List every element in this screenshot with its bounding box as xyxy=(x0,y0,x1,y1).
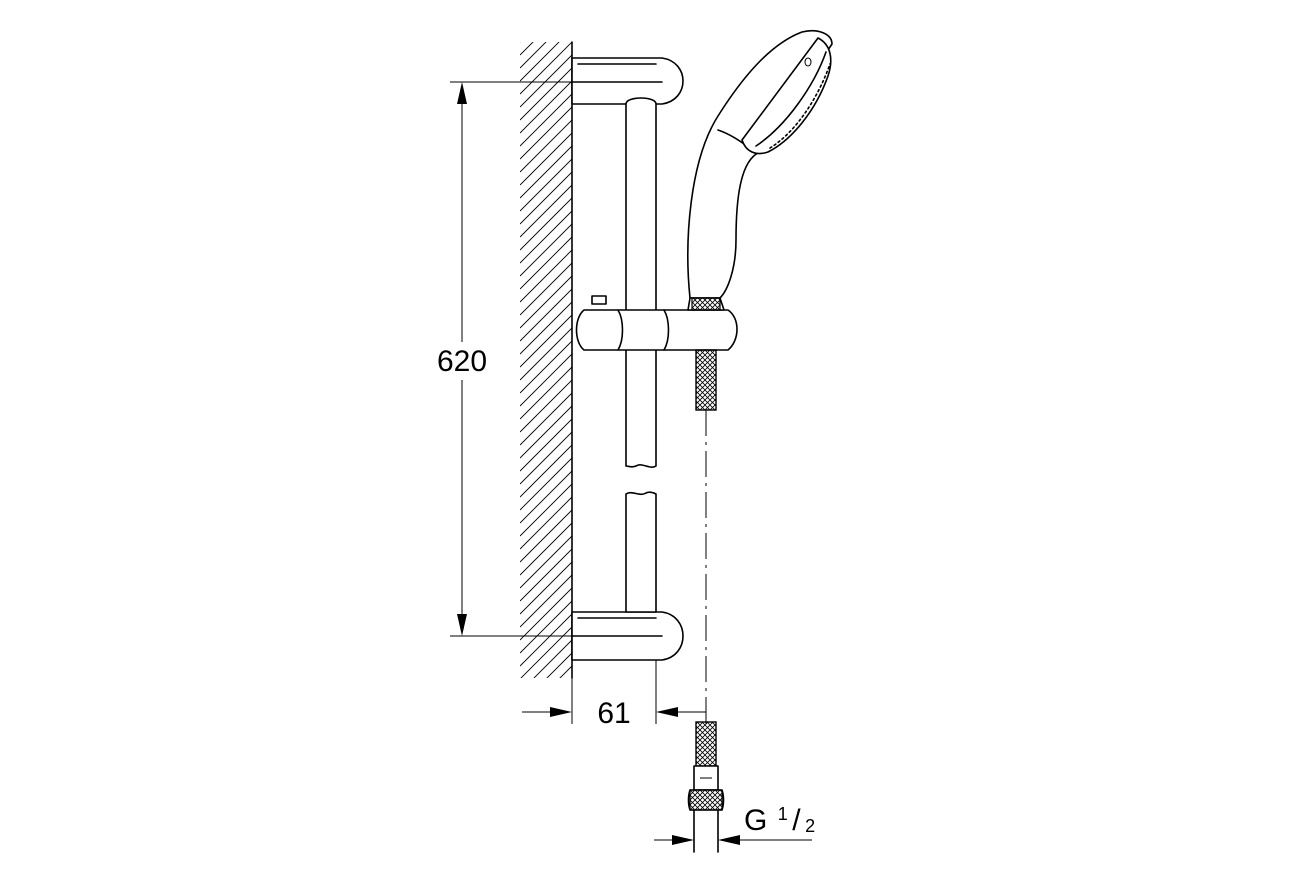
hose-end-fitting xyxy=(687,721,725,853)
hatch-line xyxy=(533,639,572,678)
hatch-line xyxy=(520,379,572,433)
hatch-line xyxy=(520,470,572,524)
hatch-line xyxy=(520,561,572,615)
hatch-line xyxy=(520,431,572,485)
hatch-line xyxy=(520,301,572,355)
hatch-line xyxy=(520,353,572,407)
hatch-line xyxy=(520,731,572,783)
hatch-line xyxy=(520,718,572,770)
height-dimension-label: 620 xyxy=(437,345,487,378)
hatch-line xyxy=(520,275,572,329)
hatch-line xyxy=(520,145,572,199)
projection-dimension: 61 xyxy=(522,660,707,730)
shower-holder-slider xyxy=(575,295,738,351)
hatch-line xyxy=(520,522,572,576)
hatch-line xyxy=(520,223,572,277)
hatch-line xyxy=(520,106,572,160)
hatch-line xyxy=(520,197,572,251)
hatch-line xyxy=(520,262,572,316)
hatch-line xyxy=(520,42,560,82)
hose-upper-segment xyxy=(695,349,717,411)
hatch-line xyxy=(520,392,572,446)
hatch-line xyxy=(520,42,572,95)
rail-lower-section xyxy=(625,491,657,613)
hatch-line xyxy=(520,692,572,744)
hatch-line xyxy=(520,288,572,342)
hatch-line xyxy=(520,171,572,225)
hatch-line xyxy=(520,93,572,147)
hatch-line xyxy=(559,665,572,678)
hatch-line xyxy=(520,67,572,121)
thread-dimension-label: G 1 / 2 xyxy=(744,804,815,837)
hatch-line xyxy=(520,626,572,678)
hatch-line xyxy=(520,42,534,56)
hatch-line xyxy=(520,158,572,212)
hatch-line xyxy=(520,496,572,550)
hatch-line xyxy=(520,509,572,563)
hatch-line xyxy=(520,587,572,641)
hatch-line xyxy=(520,327,572,381)
hand-shower xyxy=(687,29,833,299)
hatch-line xyxy=(520,613,572,667)
hatch-line xyxy=(520,535,572,589)
hatch-line xyxy=(520,418,572,472)
bottom-wall-bracket xyxy=(571,611,684,661)
top-wall-bracket xyxy=(571,57,684,105)
hatch-line xyxy=(520,548,572,602)
hatch-line xyxy=(520,236,572,290)
hatch-line xyxy=(520,80,572,134)
hatch-line xyxy=(520,54,572,108)
hatch-line xyxy=(520,210,572,264)
hatch-line xyxy=(520,444,572,498)
hatch-line xyxy=(520,457,572,511)
thread-dimension: G 1 / 2 xyxy=(654,804,815,845)
hatch-line xyxy=(520,119,572,173)
rail-upper-section xyxy=(625,97,657,468)
hatch-line xyxy=(520,249,572,303)
hatch-line xyxy=(520,405,572,459)
hatch-line xyxy=(520,744,572,796)
hatch-line xyxy=(520,366,572,420)
hatch-line xyxy=(520,574,572,628)
hatch-line xyxy=(520,42,547,69)
hatch-line xyxy=(520,184,572,238)
hatch-line xyxy=(520,679,572,731)
hatch-line xyxy=(520,483,572,537)
wall-hatching xyxy=(520,42,572,796)
hatch-line xyxy=(520,132,572,186)
hatch-line xyxy=(520,340,572,394)
hatch-line xyxy=(520,600,572,654)
hatch-line xyxy=(546,652,572,678)
hatch-line xyxy=(520,42,521,43)
hatch-line xyxy=(520,314,572,368)
height-dimension: 620 xyxy=(437,81,572,637)
projection-dimension-label: 61 xyxy=(597,697,630,730)
